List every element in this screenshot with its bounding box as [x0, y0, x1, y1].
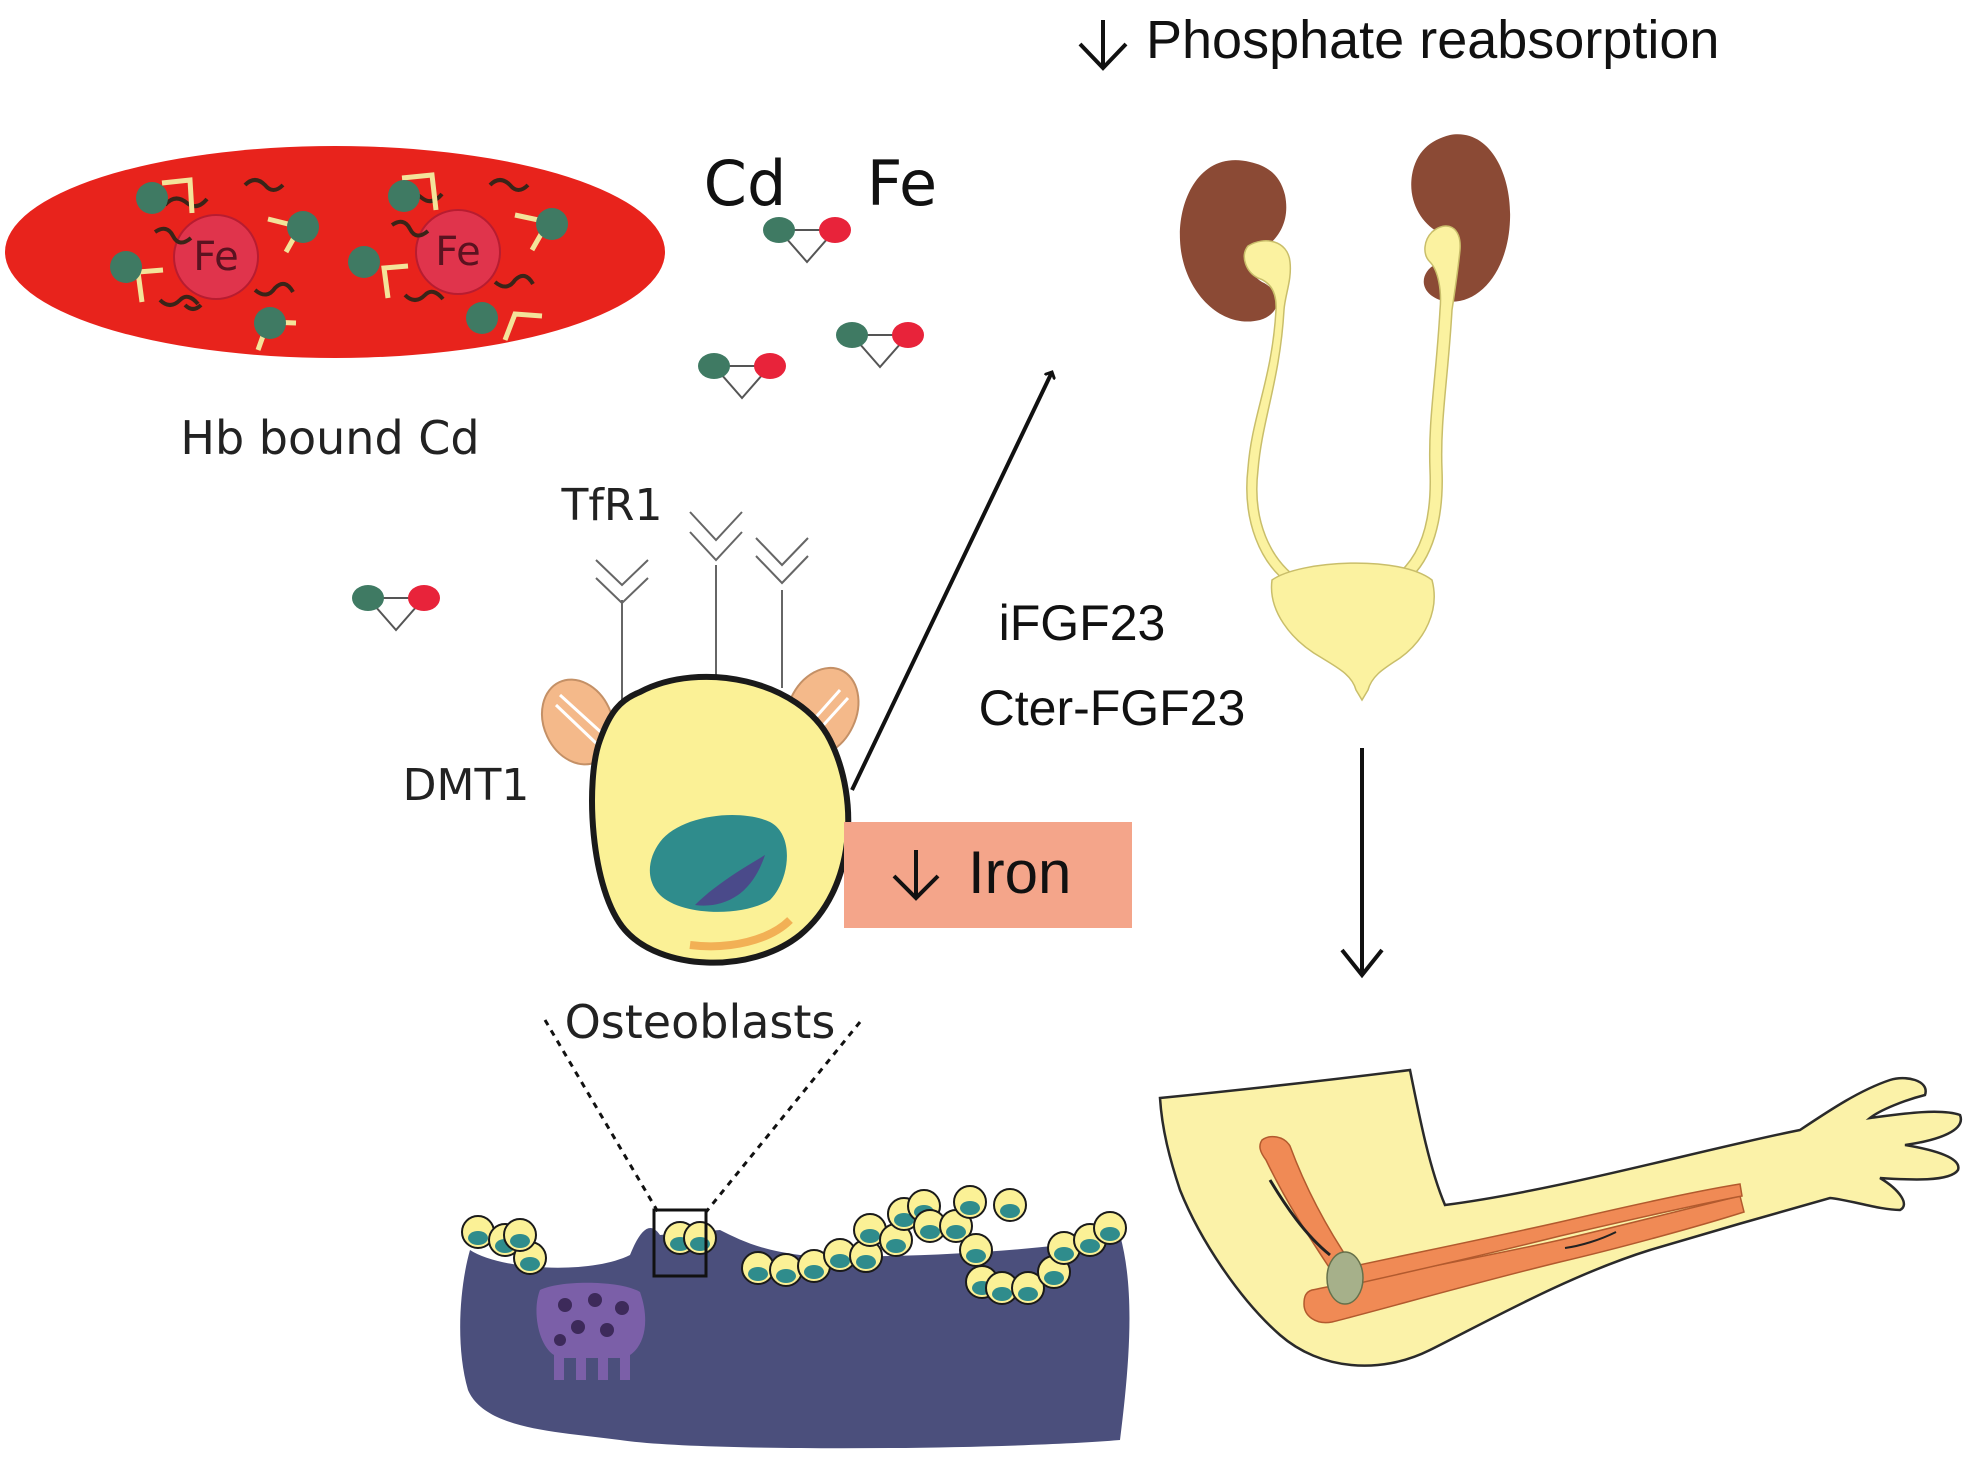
osteoblast-cell [589, 673, 852, 966]
arm-bones [1259, 1135, 1745, 1324]
cd-balls-left [110, 182, 319, 339]
arrow-kidney-to-bone-head [1340, 948, 1384, 979]
arm [1158, 1068, 1963, 1367]
phosphate-label-group: Phosphate reabsorption [1078, 10, 1719, 71]
down-arrow-icon [892, 850, 940, 901]
phosphate-reabsorption-label: Phosphate reabsorption [1146, 10, 1719, 70]
urinary-system [1179, 134, 1511, 702]
iron-box: Iron [844, 822, 1132, 928]
hemoglobin-left: Fe [110, 177, 319, 351]
tfr1-label: TfR1 [561, 480, 663, 531]
nucleus-chromatin [695, 855, 765, 906]
arrow-cell-to-kidney [850, 372, 1052, 791]
osteoblast-small [1047, 1231, 1081, 1265]
hemoglobin-right: Fe [348, 172, 568, 341]
osteoblast-small [1093, 1211, 1127, 1245]
cter-fgf23-label: Cter-FGF23 [979, 680, 1246, 736]
rbc-body [5, 146, 665, 358]
osteoblast-small [879, 1223, 913, 1257]
osteoblast-small [853, 1213, 887, 1247]
nucleus [649, 814, 787, 912]
osteoblast-small [959, 1233, 993, 1267]
ifgf23-label: iFGF23 [999, 595, 1166, 651]
tfr1-receptors [595, 511, 809, 712]
osteoblast-small [683, 1221, 717, 1255]
fe-label: Fe [867, 147, 937, 220]
cd-balls-right [348, 180, 568, 334]
osteoblast-small [503, 1218, 537, 1252]
osteoclast [536, 1282, 646, 1380]
osteoblast-small [769, 1253, 803, 1287]
globin-chains-left [153, 178, 295, 311]
dmt1-label: DMT1 [403, 760, 530, 811]
red-blood-cell: Fe [5, 146, 665, 358]
zoom-lines [543, 1019, 862, 1213]
osteoblast-lining [461, 1185, 1127, 1305]
iron-label: Iron [968, 839, 1071, 906]
zoom-box [652, 1208, 708, 1278]
osteoblast-small [993, 1188, 1027, 1222]
osteoblast-small [461, 1215, 495, 1249]
heme-left [173, 214, 259, 300]
arm-skin [1158, 1068, 1963, 1367]
ulna [1303, 1195, 1745, 1324]
transferrin-molecule [352, 585, 440, 632]
osteoblast-small [953, 1185, 987, 1219]
tfr1-receptor [689, 511, 743, 685]
osteoblasts-label: Osteoblasts [565, 995, 836, 1049]
elbow-joint [1326, 1251, 1364, 1305]
osteoblast-small [1011, 1271, 1045, 1305]
hb-bound-cd-label: Hb bound Cd [180, 411, 479, 465]
transferrin-molecules [352, 217, 924, 632]
transferrin-molecule [836, 322, 924, 369]
hb-fe-left-label: Fe [193, 234, 238, 280]
bladder [1270, 562, 1435, 702]
hb-fe-right-label: Fe [435, 229, 480, 275]
bone-detail-line [1564, 1231, 1617, 1249]
transferrin-molecule [698, 353, 786, 400]
heme-right [415, 209, 501, 295]
bone-tissue [460, 1185, 1130, 1449]
tendon-line [1268, 1179, 1331, 1257]
osteoblast-small [913, 1209, 947, 1243]
down-arrow-icon [1078, 20, 1128, 71]
cell-shadow [689, 917, 793, 951]
iron-box-bg [844, 822, 1132, 928]
tfr1-receptor [755, 537, 809, 688]
bone-matrix [460, 1227, 1130, 1449]
radius [1334, 1183, 1743, 1287]
cd-label: Cd [704, 147, 787, 220]
kidney-right [1411, 134, 1511, 302]
transferrin-molecule [763, 217, 851, 264]
tfr1-receptor [595, 559, 649, 712]
kidney-left [1179, 160, 1287, 322]
